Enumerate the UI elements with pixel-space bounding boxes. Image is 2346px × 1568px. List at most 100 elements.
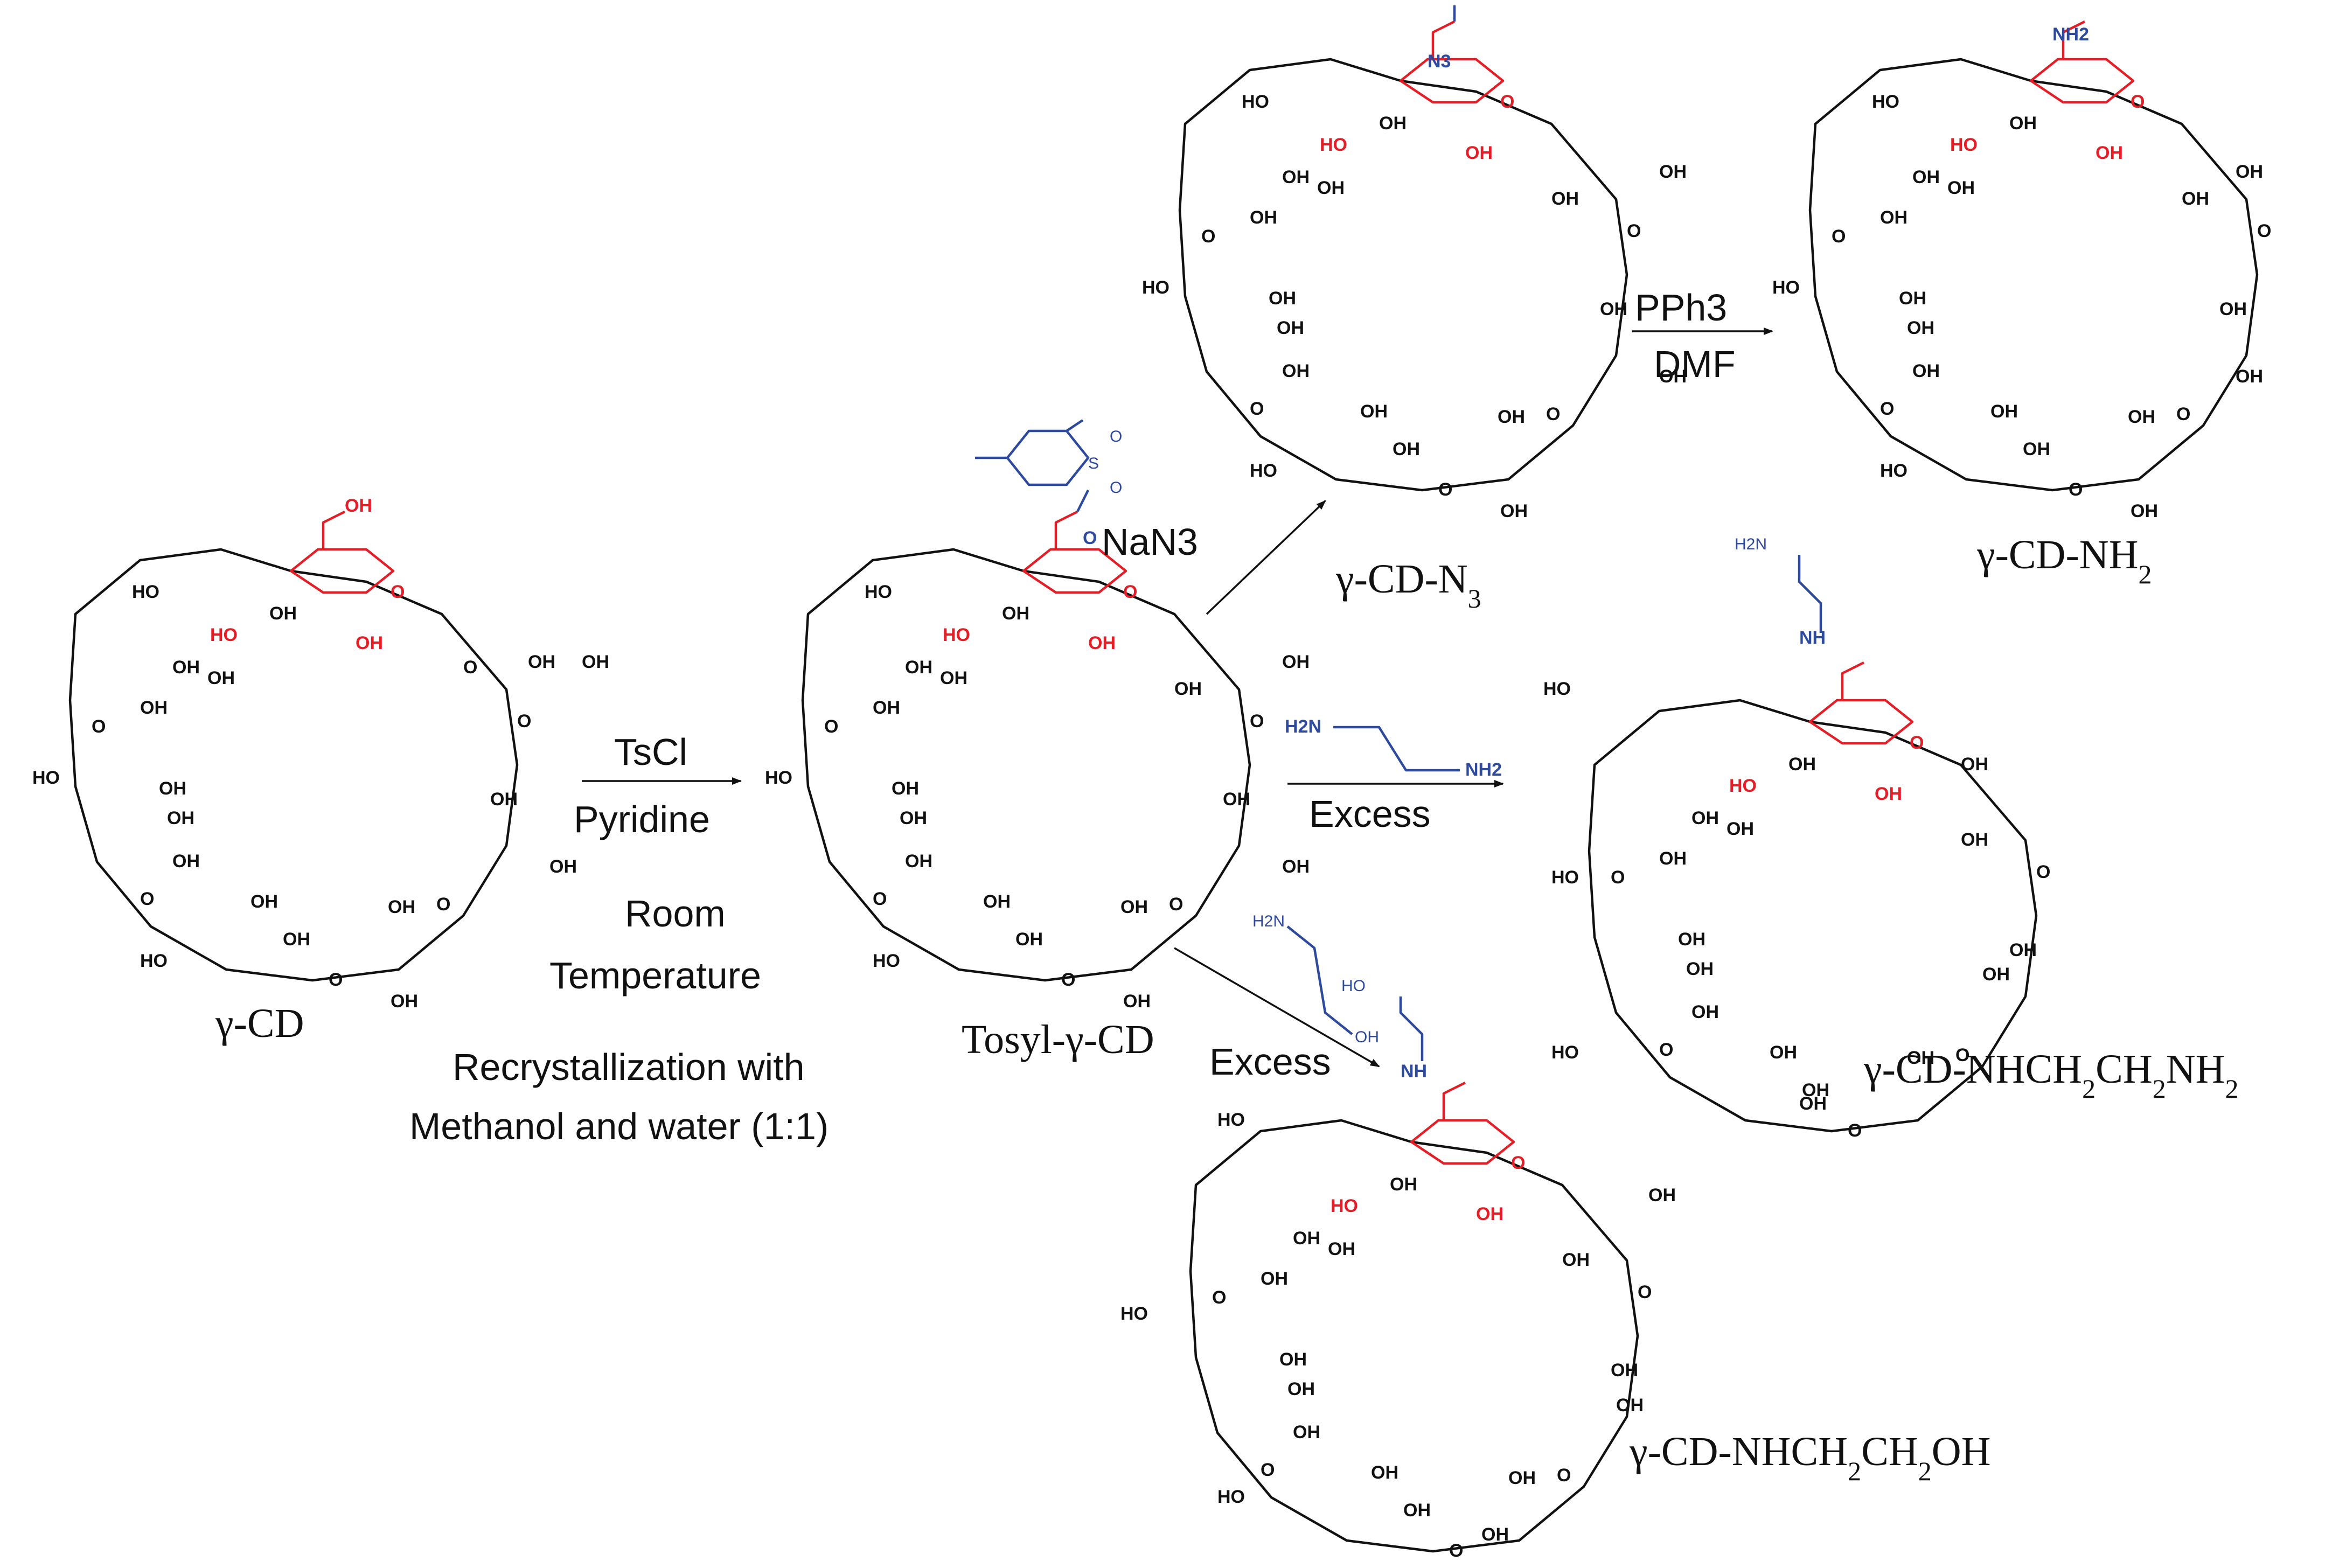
reagent-eda-h2n: H2N bbox=[1285, 716, 1321, 737]
cond-temperature: Temperature bbox=[549, 954, 761, 996]
label-h2n: H2N bbox=[1735, 535, 1767, 553]
label-ho-red: HO bbox=[1320, 135, 1347, 155]
cond-pyridine: Pyridine bbox=[574, 798, 710, 840]
label-ho-chain: HO bbox=[1341, 977, 1366, 995]
label-oh-9: OH bbox=[1403, 1500, 1431, 1521]
label-oh-red-2: OH bbox=[1465, 143, 1493, 163]
cond-room: Room bbox=[625, 893, 726, 935]
label-ho-3: HO bbox=[1551, 1042, 1579, 1063]
label-oh-12: OH bbox=[1982, 964, 2010, 985]
label-oh-3: OH bbox=[1947, 178, 1975, 198]
reagent-eta-h2n: H2N bbox=[1252, 912, 1285, 930]
label-ho-red: HO bbox=[1331, 1196, 1358, 1216]
reagent-eda-nh2: NH2 bbox=[1465, 759, 1502, 780]
label-oh-10: OH bbox=[1481, 1524, 1509, 1545]
label-oh-13: OH bbox=[2219, 299, 2247, 319]
gamma-cd-structure: OH HO OH O HO OH OH OH OH O HO OH OH OH … bbox=[32, 496, 609, 1012]
label-oh-3: OH bbox=[940, 668, 967, 688]
label-o-2: O bbox=[1659, 1040, 1673, 1060]
cond-excess-2: Excess bbox=[1209, 1041, 1331, 1083]
label-ho-1: HO bbox=[1872, 92, 1899, 112]
label-oh-5: OH bbox=[1269, 288, 1296, 309]
label-o-3: O bbox=[1848, 1120, 1862, 1141]
label-o-3: O bbox=[2069, 479, 2083, 500]
gamma-cd-eta-structure: NH HO HO OH O HO OH OH OH OH O HO OH OH … bbox=[1120, 977, 1676, 1561]
label-o-5: O bbox=[1638, 1282, 1652, 1302]
label-oh-13: OH bbox=[2009, 940, 2037, 960]
label-o-3: O bbox=[1449, 1541, 1463, 1561]
label-o-4: O bbox=[2176, 404, 2190, 424]
label-tosyl-s: S bbox=[1088, 455, 1099, 472]
label-oh-2: OH bbox=[905, 657, 932, 678]
label-nh2: NH2 bbox=[2052, 24, 2089, 45]
label-o-1: O bbox=[1201, 226, 1215, 247]
label-oh-6: OH bbox=[900, 808, 927, 828]
label-oh-9: OH bbox=[1015, 929, 1043, 950]
label-o: O bbox=[1511, 1153, 1525, 1173]
label-o-4: O bbox=[436, 894, 450, 915]
label-oh-11: OH bbox=[2128, 407, 2155, 427]
label-oh-15: OH bbox=[1282, 652, 1310, 672]
label-oh-11: OH bbox=[1508, 1468, 1536, 1488]
label-oh-red-2: OH bbox=[1476, 1204, 1503, 1224]
label-oh-13: OH bbox=[1611, 1360, 1638, 1381]
label-oh-7: OH bbox=[905, 851, 932, 872]
label-o-1: O bbox=[92, 716, 106, 737]
label-oh-7: OH bbox=[1691, 1002, 1719, 1022]
reagent-eta-oh: OH bbox=[1355, 1028, 1379, 1046]
compound-gamma-cd-eda: γ-CD-NHCH2CH2NH2 bbox=[1863, 1047, 2238, 1104]
label-oh-3: OH bbox=[1328, 1239, 1355, 1259]
label-oh-7: OH bbox=[1912, 361, 1940, 381]
label-oh-9: OH bbox=[2023, 439, 2050, 459]
label-oh-9: OH bbox=[1393, 439, 1420, 459]
label-ho-1: HO bbox=[1217, 1110, 1245, 1130]
label-oh-14: OH bbox=[1174, 679, 1202, 699]
label-oh-5: OH bbox=[1279, 1349, 1307, 1370]
label-o-3: O bbox=[1438, 479, 1452, 500]
label-oh-7: OH bbox=[1282, 361, 1310, 381]
label-oh-14: OH bbox=[1551, 189, 1579, 209]
label-oh-11: OH bbox=[1907, 1048, 1934, 1068]
label-oh-6: OH bbox=[1287, 1379, 1315, 1399]
label-oh-8: OH bbox=[983, 891, 1011, 912]
label-oh-5: OH bbox=[1678, 929, 1705, 950]
label-ho-3: HO bbox=[140, 951, 168, 971]
label-oh-11: OH bbox=[388, 897, 415, 917]
cond-recryst-1: Recrystallization with bbox=[453, 1046, 805, 1088]
label-oh-red: OH bbox=[345, 496, 372, 516]
label-nh: NH bbox=[1799, 628, 1826, 648]
label-o-4: O bbox=[1557, 1465, 1571, 1486]
label-ho-3: HO bbox=[1250, 461, 1277, 481]
label-o-4: O bbox=[1955, 1045, 1969, 1065]
label-o: O bbox=[1500, 92, 1514, 112]
label-oh-4: OH bbox=[1659, 848, 1687, 869]
label-oh-13: OH bbox=[490, 789, 518, 810]
label-tosyl-o3: O bbox=[1083, 528, 1097, 548]
label-o: O bbox=[1123, 582, 1137, 602]
compound-gamma-cd-n3: γ-CD-N3 bbox=[1335, 556, 1481, 614]
label-oh-4: OH bbox=[873, 698, 900, 718]
label-ho-red: HO bbox=[1950, 135, 1978, 155]
label-oh-8: OH bbox=[1770, 1042, 1797, 1063]
label-ho-1: HO bbox=[1543, 679, 1571, 699]
label-o-4: O bbox=[1546, 404, 1560, 424]
label-oh-11: OH bbox=[1498, 407, 1525, 427]
label-o-5: O bbox=[1627, 221, 1641, 241]
label-ho-3: HO bbox=[873, 951, 900, 971]
tosyl-gamma-cd-structure: S O O O HO OH O HO OH OH OH OH O HO OH O… bbox=[765, 419, 1310, 1012]
label-ho-1: HO bbox=[1242, 92, 1269, 112]
label-oh-red-2: OH bbox=[2096, 143, 2123, 163]
label-ho-2: HO bbox=[765, 768, 792, 788]
label-oh-14: OH bbox=[528, 652, 555, 672]
label-o-1: O bbox=[1212, 1287, 1226, 1308]
cond-pph3: PPh3 bbox=[1635, 287, 1727, 329]
arrow-nan3 bbox=[1206, 500, 1326, 615]
label-o-2: O bbox=[873, 889, 887, 909]
label-o-2: O bbox=[140, 889, 154, 909]
arrow-eta bbox=[1174, 947, 1380, 1068]
label-n3: N3 bbox=[1428, 51, 1451, 72]
label-oh-6: OH bbox=[167, 808, 194, 828]
label-oh-10: OH bbox=[1799, 1093, 1827, 1114]
label-ho-2: HO bbox=[1120, 1304, 1148, 1324]
